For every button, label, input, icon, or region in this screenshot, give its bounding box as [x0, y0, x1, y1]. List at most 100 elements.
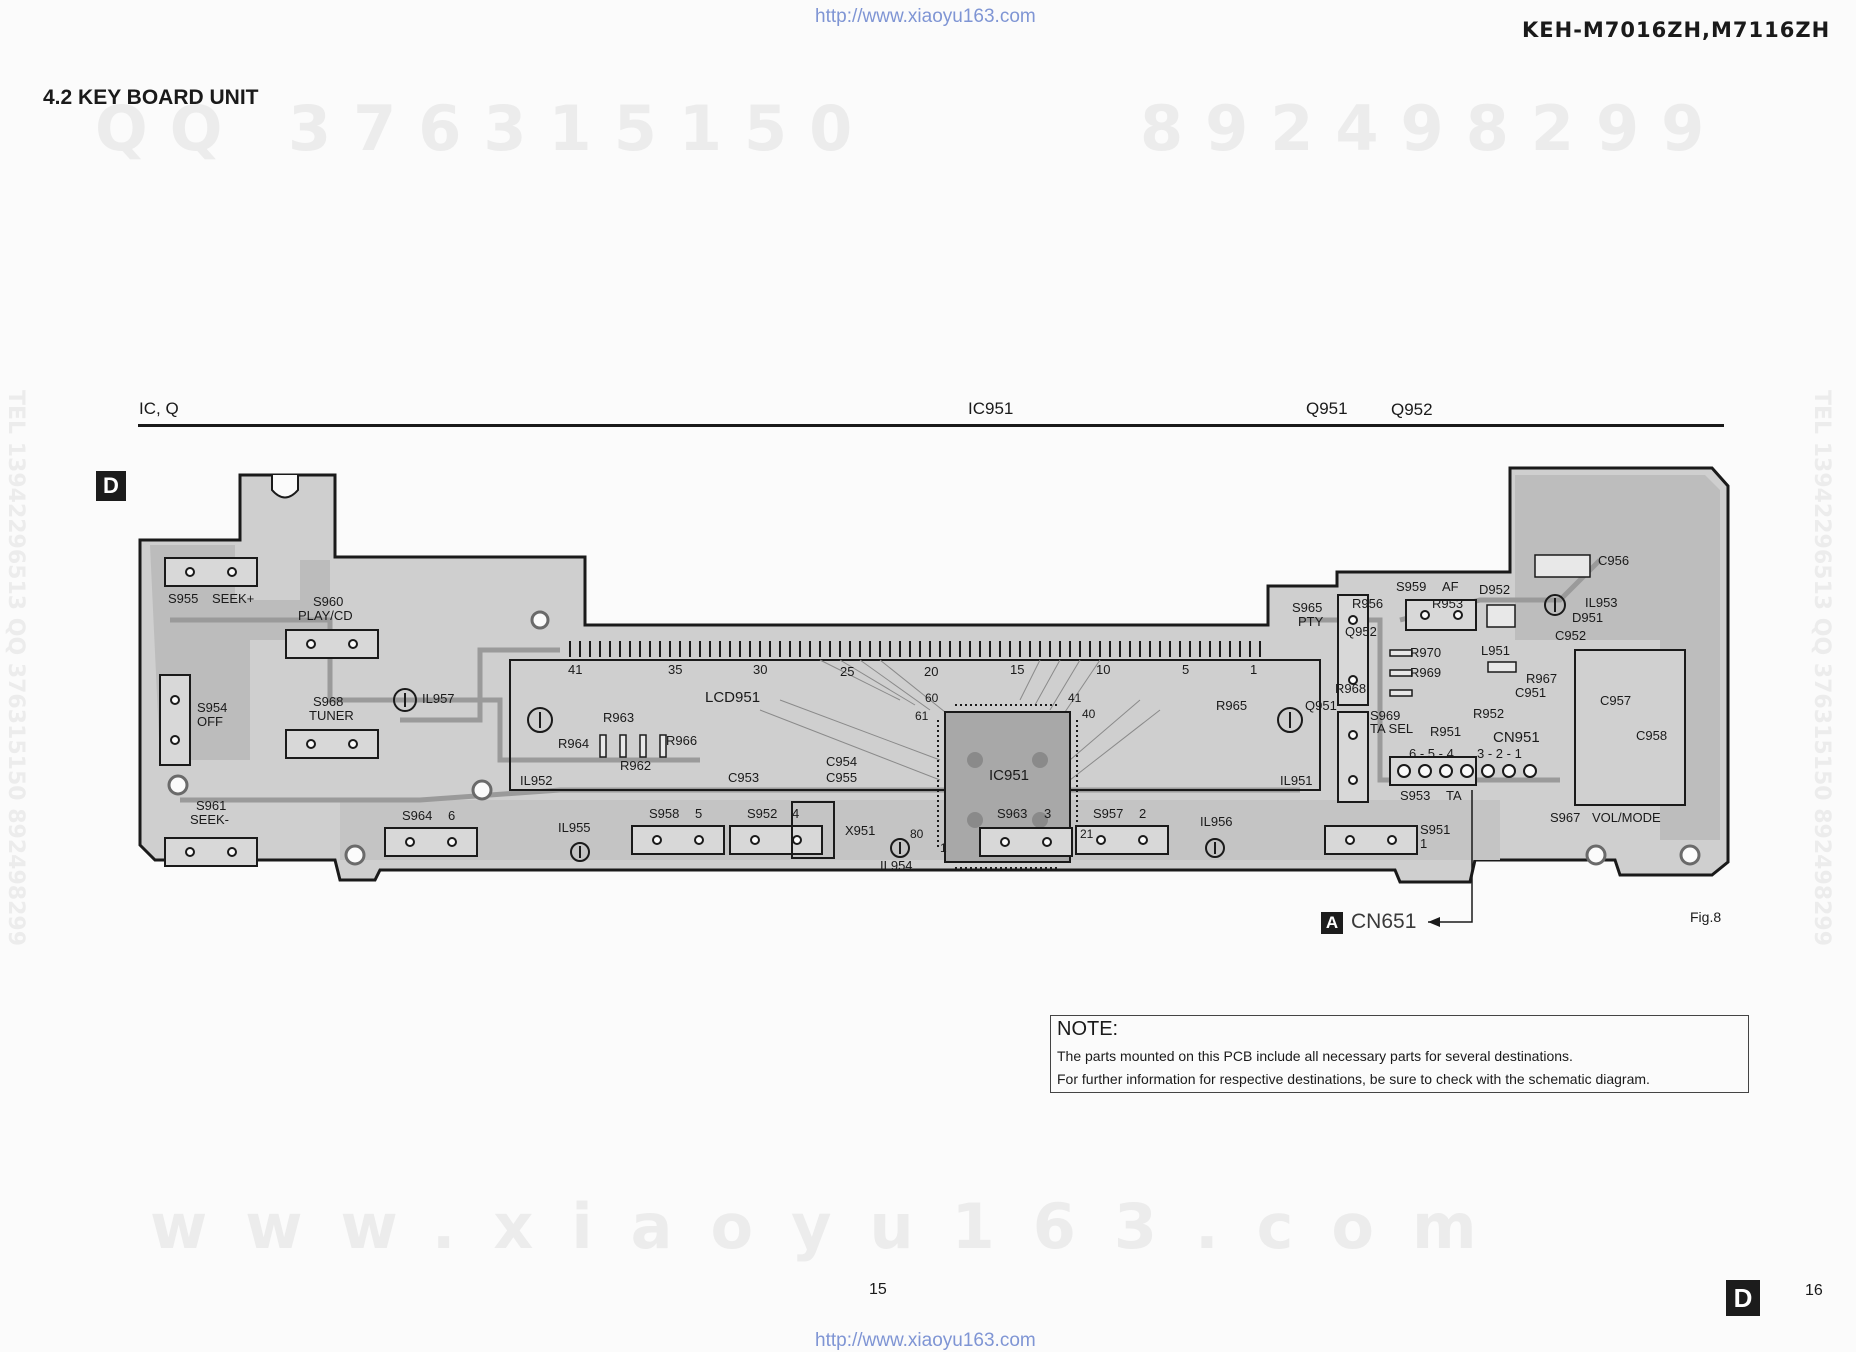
s953-pin-numbers: 6 - 5 - 4 — [1409, 746, 1454, 761]
label-s961-func: SEEK- — [190, 812, 229, 827]
label-s969-func: TA SEL — [1370, 721, 1413, 736]
label-s967-func: VOL/MODE — [1592, 810, 1661, 825]
label-r956: R956 — [1352, 596, 1383, 611]
label-r968: R968 — [1335, 681, 1366, 696]
lcd-pin-5: 5 — [1182, 662, 1189, 677]
label-c957: C957 — [1600, 693, 1631, 708]
model-number: KEH-M7016ZH,M7116ZH — [1522, 18, 1831, 42]
ic-pin-60: 60 — [925, 691, 939, 705]
ic-q-label: IC, Q — [139, 399, 179, 418]
switch-s969-body — [1337, 711, 1369, 803]
label-x951: X951 — [845, 823, 875, 838]
label-s965-func: PTY — [1298, 614, 1324, 629]
watermark-site: www.xiaoyu163.com — [150, 1190, 1515, 1263]
switch-s963-body — [979, 827, 1073, 857]
top-url-link[interactable]: http://www.xiaoyu163.com — [815, 6, 1036, 27]
switch-s955-body — [164, 557, 258, 587]
label-il955: IL955 — [558, 820, 591, 835]
watermark-qq-right: 892498299 — [1140, 92, 1727, 165]
ic951-header: IC951 — [968, 399, 1014, 418]
label-s951: S951 — [1420, 822, 1450, 837]
switch-s952-body — [729, 825, 823, 855]
label-cn951: CN951 — [1493, 729, 1540, 746]
switch-s951-body — [1324, 825, 1418, 855]
label-q952: Q952 — [1345, 624, 1377, 639]
label-c951: C951 — [1515, 685, 1546, 700]
lcd-pin-25: 25 — [840, 664, 854, 679]
ic-pin-61: 61 — [915, 709, 929, 723]
bottom-url-link[interactable]: http://www.xiaoyu163.com — [815, 1330, 1036, 1351]
label-s952: S952 — [747, 806, 777, 821]
lcd-pin-1: 1 — [1250, 662, 1257, 677]
label-r963: R963 — [603, 710, 634, 725]
label-s967: S967 — [1550, 810, 1580, 825]
label-r953: R953 — [1432, 596, 1463, 611]
label-s961: S961 — [196, 798, 226, 813]
switch-s968-body — [285, 729, 379, 759]
label-s969: S969 — [1370, 708, 1400, 723]
label-s964-func: 6 — [448, 808, 455, 823]
label-il954: IL954 — [880, 858, 913, 873]
label-r952: R952 — [1473, 706, 1504, 721]
label-s959: S959 — [1396, 579, 1426, 594]
label-s963-func: 3 — [1044, 806, 1051, 821]
label-lcd951: LCD951 — [705, 689, 760, 706]
cn951-pin-numbers: 3 - 2 - 1 — [1477, 746, 1522, 761]
note-box: NOTE: The parts mounted on this PCB incl… — [1050, 1015, 1749, 1093]
lcd-pin-35: 35 — [668, 662, 682, 677]
switch-s961-body — [164, 837, 258, 867]
label-il952: IL952 — [520, 773, 553, 788]
fig-label: Fig.8 — [1690, 909, 1722, 925]
label-r964: R964 — [558, 736, 589, 751]
pcb-board-outline — [138, 466, 1730, 884]
q952-header: Q952 — [1391, 400, 1433, 419]
label-s953-func: TA — [1446, 788, 1462, 803]
label-r967: R967 — [1526, 671, 1557, 686]
lcd-pin-15: 15 — [1010, 662, 1024, 677]
lcd951-frame — [509, 659, 1321, 791]
q951-header: Q951 — [1306, 399, 1348, 418]
label-r951: R951 — [1430, 724, 1461, 739]
label-il957: IL957 — [422, 691, 455, 706]
label-il951: IL951 — [1280, 773, 1313, 788]
label-s958-func: 5 — [695, 806, 702, 821]
label-d951: D951 — [1572, 610, 1603, 625]
label-d952: D952 — [1479, 582, 1510, 597]
label-s963: S963 — [997, 806, 1027, 821]
ic-pin-40: 40 — [1082, 707, 1096, 721]
page-number-left: 15 — [869, 1281, 887, 1298]
note-line-2: For further information for respective d… — [1057, 1071, 1650, 1087]
lcd-pin-10: 10 — [1096, 662, 1110, 677]
cn651-pointer — [1428, 790, 1473, 923]
label-ic951: IC951 — [989, 767, 1029, 784]
note-line-1: The parts mounted on this PCB include al… — [1057, 1048, 1573, 1064]
label-c953: C953 — [728, 770, 759, 785]
label-s953: S953 — [1400, 788, 1430, 803]
label-s954-func: OFF — [197, 714, 223, 729]
connector-a-marker: A — [1321, 912, 1343, 934]
page-d-marker: D — [1726, 1280, 1760, 1316]
label-s964: S964 — [402, 808, 432, 823]
label-il953: IL953 — [1585, 595, 1618, 610]
section-title: 4.2 KEY BOARD UNIT — [43, 86, 259, 109]
ic-pin-1: 1 — [940, 841, 947, 855]
label-r965: R965 — [1216, 698, 1247, 713]
label-s960: S960 — [313, 594, 343, 609]
watermark-qq-left: QQ 376315150 — [95, 92, 875, 165]
ic-pin-21: 21 — [1080, 827, 1094, 841]
label-s959-func: AF — [1442, 579, 1459, 594]
label-s968: S968 — [313, 694, 343, 709]
label-c952: C952 — [1555, 628, 1586, 643]
cn651-label: CN651 — [1351, 910, 1417, 933]
label-c956: C956 — [1598, 553, 1629, 568]
note-title: NOTE: — [1057, 1018, 1119, 1040]
switch-s967-body — [1574, 649, 1686, 806]
label-s958: S958 — [649, 806, 679, 821]
switch-s960-body — [285, 629, 379, 659]
label-r962: R962 — [620, 758, 651, 773]
label-q951: Q951 — [1305, 698, 1337, 713]
label-s965: S965 — [1292, 600, 1322, 615]
label-s951-func: 1 — [1420, 836, 1427, 851]
label-s954: S954 — [197, 700, 227, 715]
ic-pin-80: 80 — [910, 827, 924, 841]
